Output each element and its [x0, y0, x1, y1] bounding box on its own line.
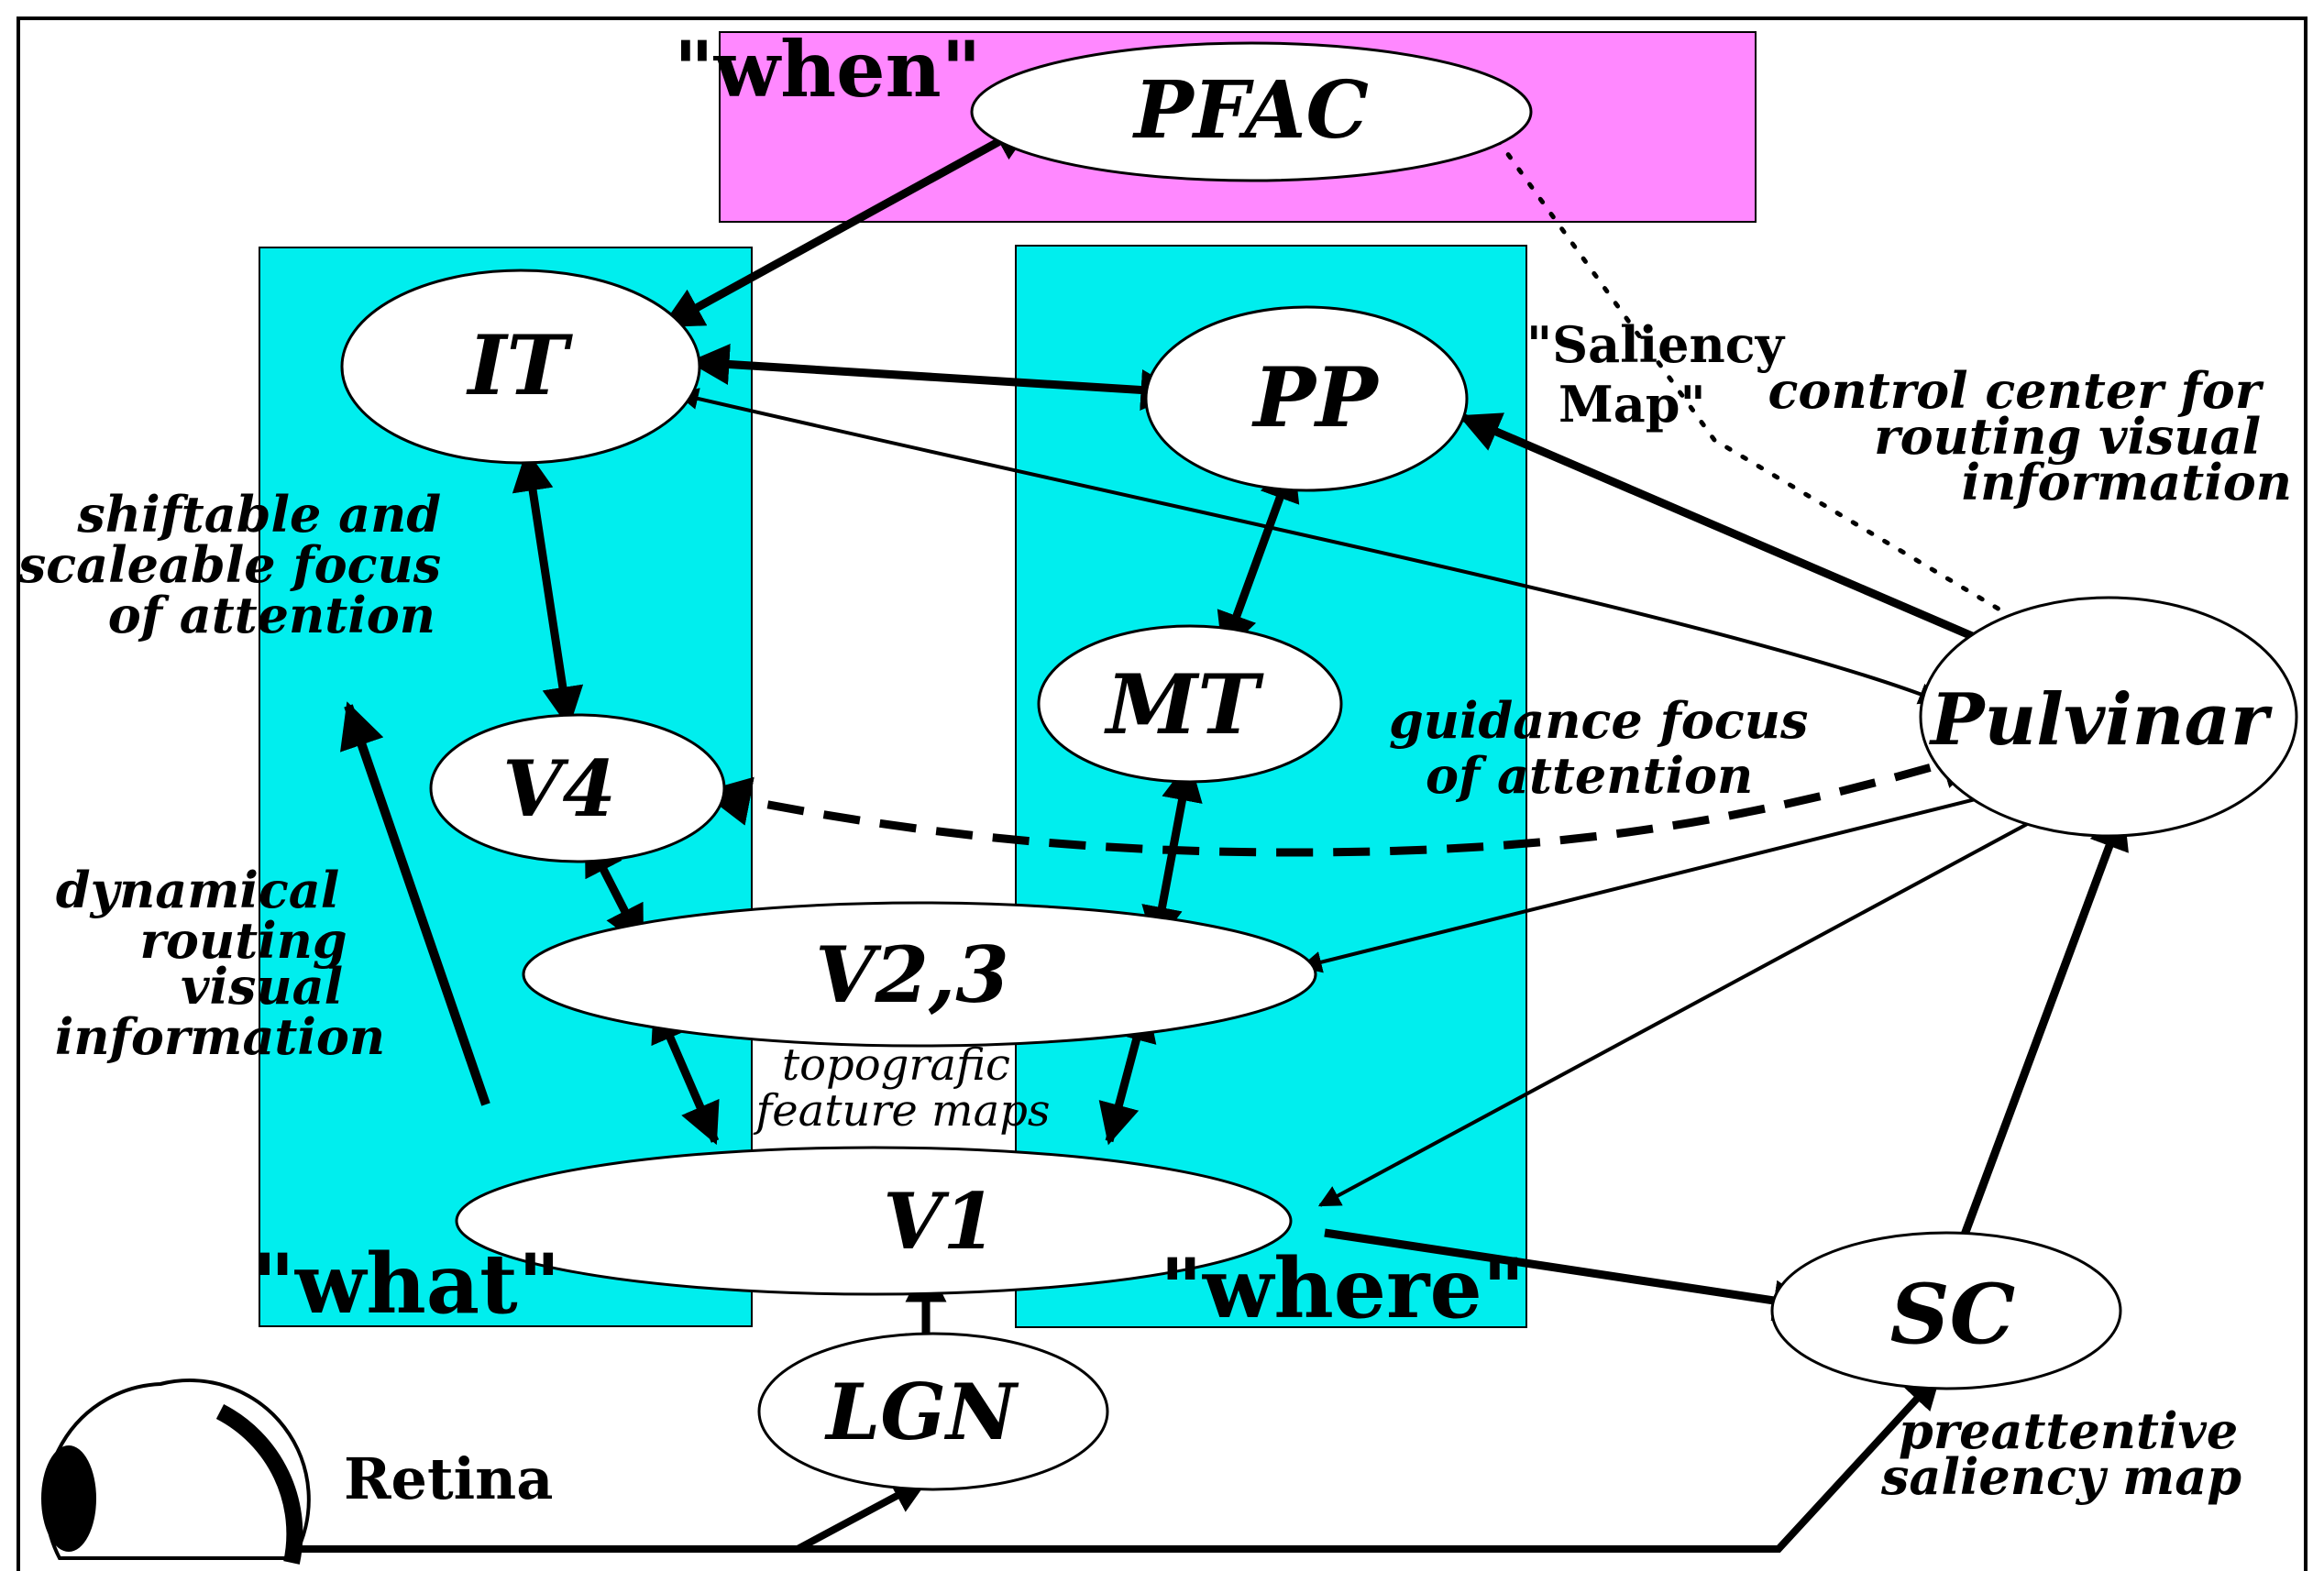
dynamical-routing-line-4: information: [55, 1007, 385, 1066]
preattentive-line-1: preattentive: [1899, 1401, 2238, 1460]
diagram-frame: [17, 16, 2307, 1571]
shiftable-focus-line-1: shiftable and: [76, 485, 441, 544]
where-region-label: "where": [1160, 1240, 1525, 1337]
saliency-map-note: "Saliency Map": [1526, 315, 1801, 434]
dynamical-routing-line-1: dynamical: [56, 861, 339, 919]
dynamical-routing-line-2: routing: [139, 911, 347, 970]
saliency-map-line-2: Map": [1559, 375, 1706, 434]
dynamical-routing-note: dynamical routing visual information: [55, 861, 385, 1066]
arrow-pfac-pulvinar: [1473, 107, 2056, 644]
saliency-map-line-1: "Saliency: [1526, 315, 1786, 374]
control-center-line-1: control center for: [1768, 361, 2264, 420]
connections: [275, 107, 2129, 1553]
node-mt: MT: [1037, 624, 1343, 784]
arrow-guidance-focus: [700, 741, 1990, 857]
node-v23: V2,3: [522, 901, 1317, 1048]
arrow-it-pp: [688, 344, 1183, 411]
guidance-focus-note: guidance focus of attention: [1389, 691, 1825, 805]
shiftable-focus-line-3: of attention: [108, 586, 435, 644]
arrow-pfac-it: [661, 120, 1035, 329]
v23-label: V2,3: [815, 929, 1008, 1020]
arrow-v1-pulvinar: [1317, 796, 2079, 1207]
v1-label: V1: [883, 1176, 997, 1267]
arrow-retina-sc: [275, 1372, 1942, 1553]
control-center-note: control center for routing visual inform…: [1768, 361, 2292, 511]
lgn-label: LGN: [824, 1367, 1019, 1457]
node-pp: PP: [1144, 305, 1469, 492]
when-region-label: "when": [674, 24, 981, 115]
arrow-it-pulvinar: [676, 388, 1942, 705]
arrow-dynamical-routing: [340, 701, 490, 1106]
control-center-line-2: routing visual: [1874, 407, 2261, 466]
dynamical-routing-line-3: visual: [181, 957, 343, 1016]
it-label: IT: [465, 317, 573, 414]
pfac-label: PFAC: [1131, 64, 1369, 157]
pulvinar-label: Pulvinar: [1929, 678, 2273, 762]
node-sc: SC: [1770, 1231, 2122, 1390]
control-center-line-3: information: [1962, 453, 2292, 511]
node-pfac: PFAC: [970, 41, 1533, 182]
retina-label: Retina: [344, 1445, 553, 1512]
eye-icon: [41, 1379, 311, 1565]
node-it: IT: [340, 269, 701, 465]
node-pulvinar: Pulvinar: [1919, 596, 2298, 838]
arrow-it-v4: [512, 449, 584, 729]
topografic-note: topografic feature maps: [753, 1039, 1050, 1137]
topografic-line-2: feature maps: [753, 1085, 1050, 1137]
what-region-label: "what": [252, 1236, 561, 1333]
sc-label: SC: [1890, 1266, 2016, 1363]
preattentive-note: preattentive saliency map: [1880, 1401, 2255, 1506]
guidance-focus-line-1: guidance focus: [1389, 691, 1808, 750]
node-v1: V1: [455, 1146, 1293, 1296]
node-v4: V4: [429, 713, 726, 863]
arrow-v1-sc: [1324, 1228, 1815, 1322]
nodes: PFAC IT PP MT V4 V2,3 V1 LGN: [340, 41, 2298, 1491]
arrow-sc-pulvinar: [1957, 807, 2129, 1244]
mt-label: MT: [1104, 656, 1265, 753]
pp-label: PP: [1250, 349, 1380, 446]
node-lgn: LGN: [757, 1332, 1109, 1491]
topografic-line-1: topografic: [782, 1039, 1010, 1091]
shiftable-focus-note: shiftable and scaleable focus of attenti…: [17, 485, 458, 644]
guidance-focus-line-2: of attention: [1426, 746, 1753, 805]
shiftable-focus-line-2: scaleable focus: [17, 535, 441, 594]
v4-label: V4: [502, 743, 616, 834]
arrow-retina-lgn: [796, 1477, 930, 1553]
preattentive-line-2: saliency map: [1880, 1447, 2241, 1506]
